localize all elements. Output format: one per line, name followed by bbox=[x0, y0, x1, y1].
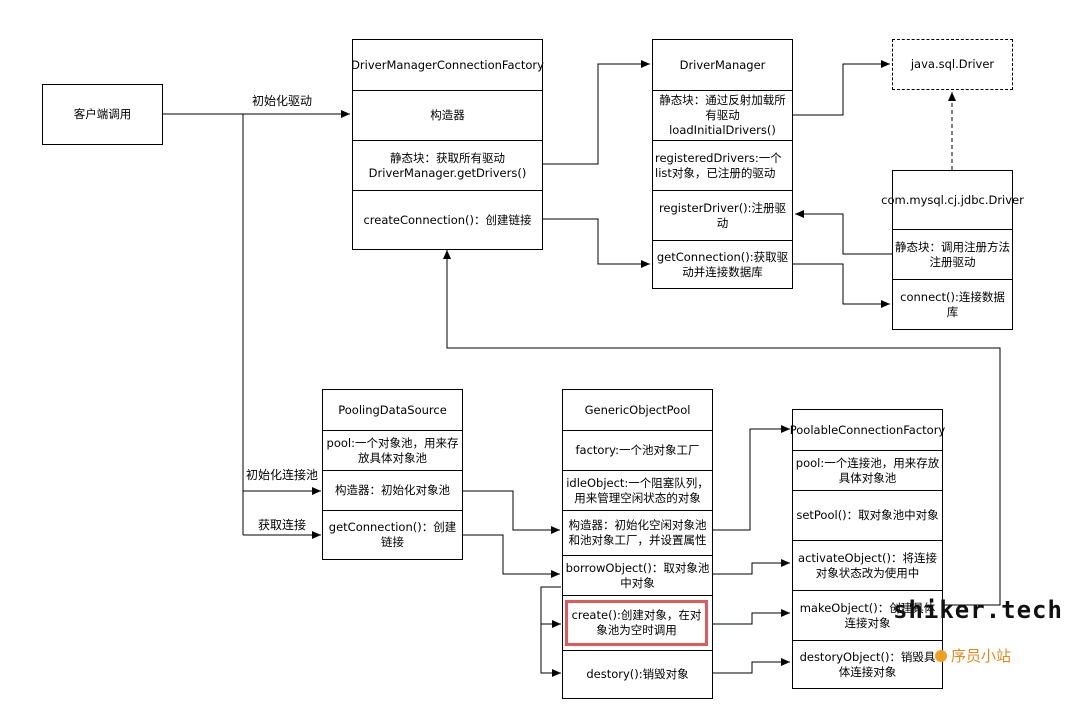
java-sql-driver-title: java.sql.Driver bbox=[910, 57, 995, 71]
dm-registered-drivers: registeredDrivers:一个list对象，已注册的驱动 bbox=[653, 140, 792, 190]
pds-get-connection: getConnection()：创建链接 bbox=[323, 510, 462, 559]
poolable-factory-box: PoolableConnectionFactory pool:一个连接池，用来存… bbox=[789, 409, 946, 689]
edge-borrow-to-activate bbox=[712, 559, 790, 575]
pcf-destory-object: destoryObject()：销毁具体连接对象 bbox=[793, 640, 942, 688]
gop-create: create():创建对象，在对象池为空时调用 bbox=[571, 608, 702, 637]
mysql-driver-title: com.mysql.cj.jdbc.Driver bbox=[881, 192, 1024, 207]
edge-ctor-to-gop bbox=[462, 490, 560, 534]
brand-dot-icon bbox=[935, 649, 947, 662]
dm-title: DriverManager bbox=[679, 57, 766, 72]
edge-borrow-to-destory bbox=[540, 624, 561, 677]
java-sql-driver-box: java.sql.Driver bbox=[892, 39, 1013, 90]
pcf-title: PoolableConnectionFactory bbox=[789, 422, 946, 437]
edge-gop-to-pcf bbox=[712, 425, 790, 531]
edge-getconn-connect bbox=[793, 263, 890, 308]
watermark-brand: 序员小站 bbox=[935, 645, 1011, 666]
mysql-connect: connect():连接数据库 bbox=[893, 279, 1012, 329]
watermark-brand-text: 序员小站 bbox=[951, 647, 1012, 665]
gop-borrow-object: borrowObject()：取对象池中对象 bbox=[563, 555, 712, 595]
edge-dm-to-javadriver bbox=[793, 60, 890, 116]
gop-create-highlight: create():创建对象，在对象池为空时调用 bbox=[565, 600, 708, 646]
edge-mysql-register bbox=[795, 210, 893, 255]
edge-create-to-getconn bbox=[543, 218, 650, 268]
pcf-pool: pool:一个连接池，用来存放具体对象池 bbox=[793, 450, 942, 490]
edge-destory-to-destoryobj bbox=[712, 658, 790, 674]
gop-factory: factory:一个池对象工厂 bbox=[563, 430, 712, 470]
pooling-ds-box: PoolingDataSource pool:一个对象池，用来存放具体对象池 构… bbox=[322, 389, 463, 560]
dmcf-static-block: 静态块：获取所有驱动 DriverManager.getDrivers() bbox=[353, 140, 542, 190]
driver-manager-box: DriverManager 静态块：通过反射加载所有驱动loadInitialD… bbox=[652, 39, 793, 289]
pds-title: PoolingDataSource bbox=[338, 402, 447, 417]
pcf-activate-object: activateObject()：将连接对象状态改为使用中 bbox=[793, 540, 942, 590]
dm-static-block: 静态块：通过反射加载所有驱动loadInitialDrivers() bbox=[653, 90, 792, 140]
dm-register-driver: registerDriver():注册驱动 bbox=[653, 190, 792, 240]
label-get-connection: 获取连接 bbox=[258, 518, 307, 532]
client-box: 客户端调用 bbox=[42, 84, 163, 145]
gop-create-cell: create():创建对象，在对象池为空时调用 bbox=[563, 595, 712, 650]
dmcf-constructor: 构造器 bbox=[353, 90, 542, 140]
dm-get-connection: getConnection():获取驱动并连接数据库 bbox=[653, 240, 792, 288]
label-init-driver: 初始化驱动 bbox=[252, 94, 313, 108]
mysql-driver-box: com.mysql.cj.jdbc.Driver 静态块：调用注册方法注册驱动 … bbox=[881, 170, 1024, 330]
edge-dmcf-to-dm bbox=[543, 60, 650, 165]
pcf-set-pool: setPool()：取对象池中对象 bbox=[793, 490, 942, 540]
client-label: 客户端调用 bbox=[73, 107, 132, 121]
gop-title: GenericObjectPool bbox=[584, 402, 691, 417]
edge-create-to-make bbox=[708, 609, 790, 625]
pcf-make-object: makeObject()：创建具体连接对象 bbox=[793, 590, 942, 640]
generic-pool-box: GenericObjectPool factory:一个池对象工厂 idleOb… bbox=[562, 389, 713, 699]
edge-getconn-to-borrow bbox=[462, 534, 560, 578]
dmcf-box: DriverManagerConnectionFactory 构造器 静态块：获… bbox=[351, 39, 544, 250]
edge-make-to-createconn bbox=[443, 250, 1001, 606]
dmcf-create-connection: createConnection()：创建链接 bbox=[353, 190, 542, 249]
mysql-static-block: 静态块：调用注册方法注册驱动 bbox=[893, 229, 1012, 279]
gop-idle-object: idleObject:一个阻塞队列，用来管理空闲状态的对象 bbox=[563, 470, 712, 510]
edge-borrow-to-create bbox=[540, 586, 561, 628]
dmcf-title: DriverManagerConnectionFactory bbox=[351, 57, 544, 72]
gop-constructor: 构造器：初始化空闲对象池和池对象工厂，并设置属性 bbox=[563, 510, 712, 555]
gop-destory: destory():销毁对象 bbox=[563, 650, 712, 698]
label-init-pool: 初始化连接池 bbox=[246, 468, 319, 482]
pds-constructor: 构造器：初始化对象池 bbox=[323, 470, 462, 510]
pds-pool: pool:一个对象池，用来存放具体对象池 bbox=[323, 430, 462, 470]
watermark-site: shiker.tech bbox=[893, 596, 1063, 624]
